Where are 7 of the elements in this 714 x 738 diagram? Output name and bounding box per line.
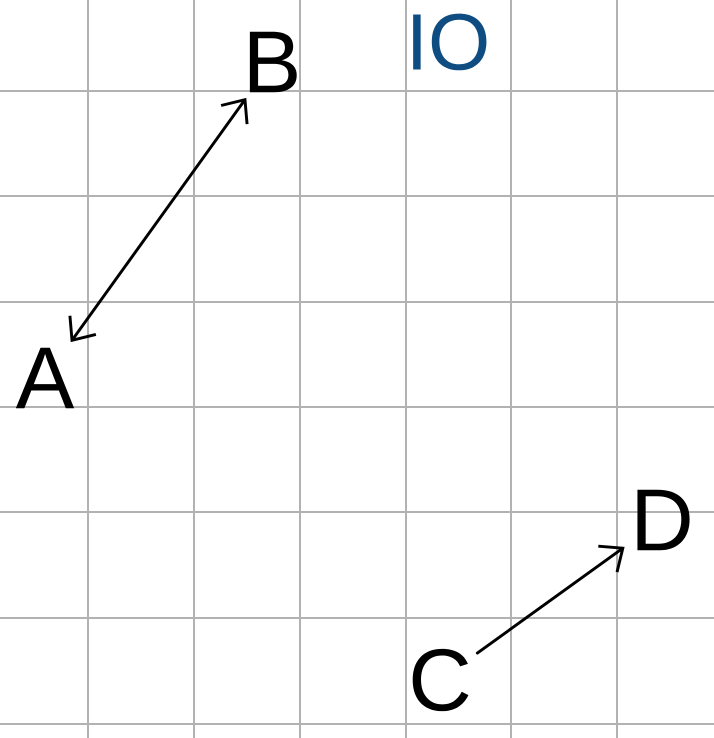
arrow — [476, 544, 625, 655]
letter: A — [16, 348, 74, 408]
arrow — [68, 98, 249, 342]
handwritten-note: IO — [413, 14, 486, 70]
letter: D — [637, 490, 690, 550]
letter: B — [250, 32, 297, 92]
letter: C — [412, 648, 468, 712]
